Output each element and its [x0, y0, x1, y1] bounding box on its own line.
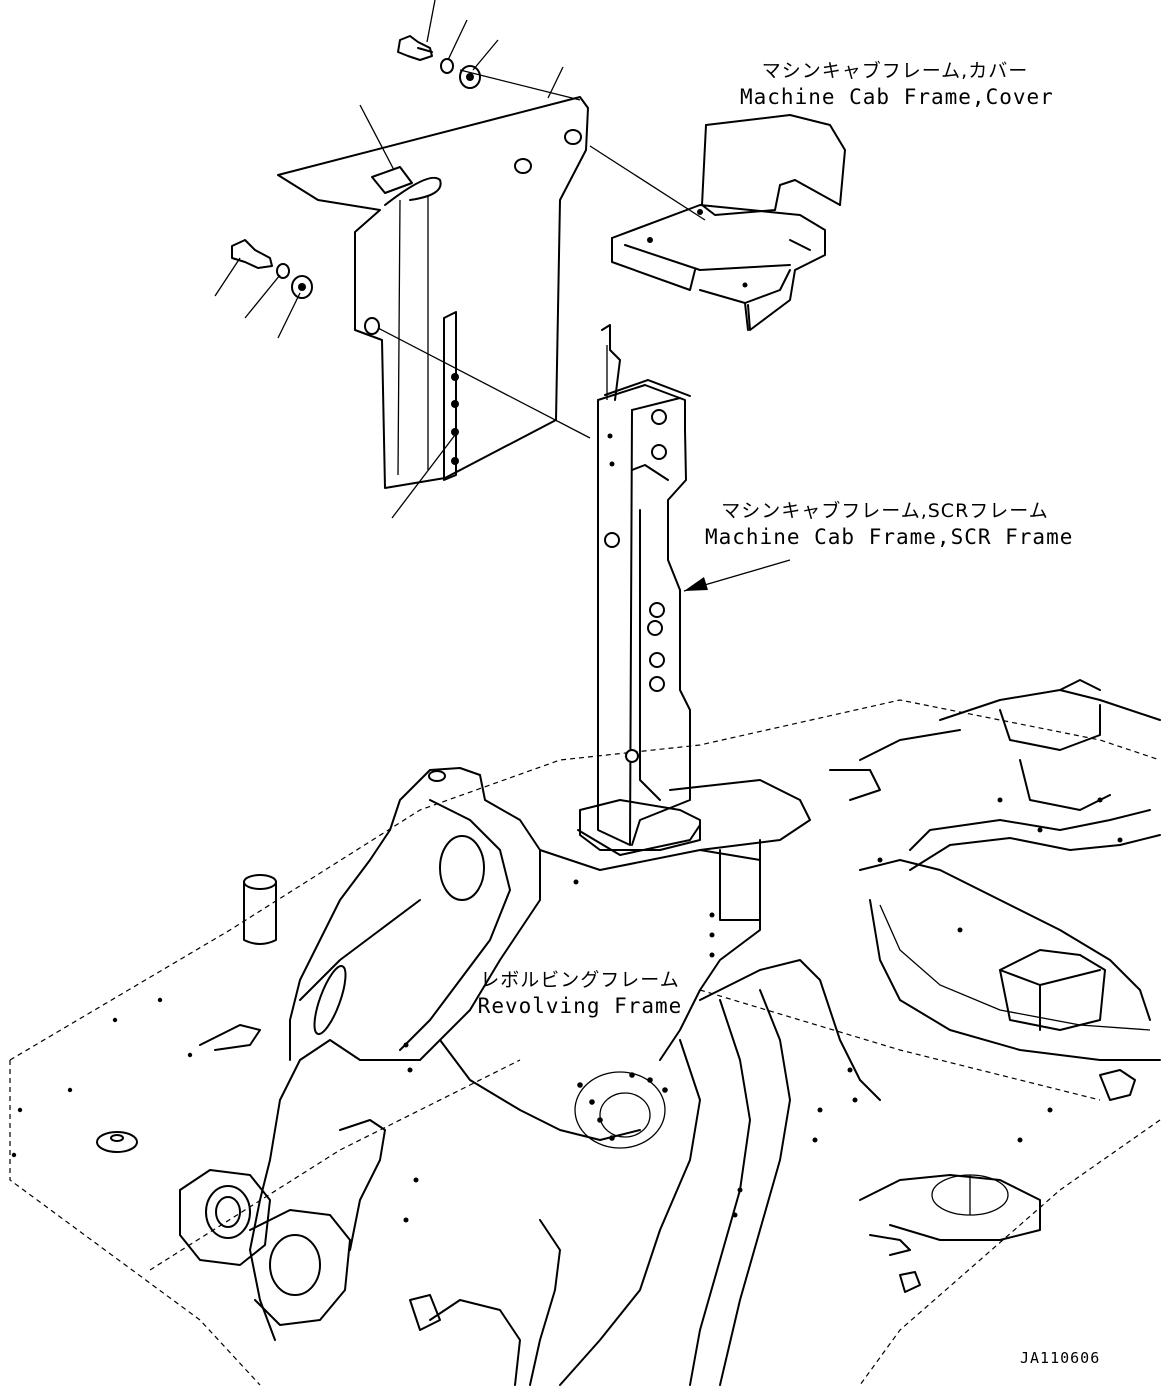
scr-frame-label: マシンキャブフレーム,SCRフレーム Machine Cab Frame,SCR… — [705, 498, 1074, 550]
cover-label-en: Machine Cab Frame,Cover — [740, 85, 1054, 109]
scr-frame-label-en: Machine Cab Frame,SCR Frame — [705, 525, 1074, 549]
leader-lines — [214, 0, 706, 519]
post-nuts — [604, 409, 667, 763]
cab-frame-cover — [611, 114, 846, 331]
revolving-frame-drawing — [9, 679, 1161, 1386]
scr-frame-post — [577, 324, 791, 856]
drawing-id: JA110606 — [1020, 1349, 1101, 1367]
scr-frame-label-jp: マシンキャブフレーム,SCRフレーム — [721, 500, 1049, 522]
revolving-frame-label: レボルビングフレーム Revolving Frame — [470, 967, 690, 1019]
cover-label-jp: マシンキャブフレーム,カバー — [761, 60, 1029, 82]
revolving-frame-label-en: Revolving Frame — [477, 994, 683, 1018]
bolt-holes — [11, 797, 1123, 1223]
cover-label: マシンキャブフレーム,カバー Machine Cab Frame,Cover — [740, 58, 1054, 110]
revolving-frame-label-jp: レボルビングフレーム — [480, 969, 680, 991]
side-plate — [231, 35, 589, 489]
